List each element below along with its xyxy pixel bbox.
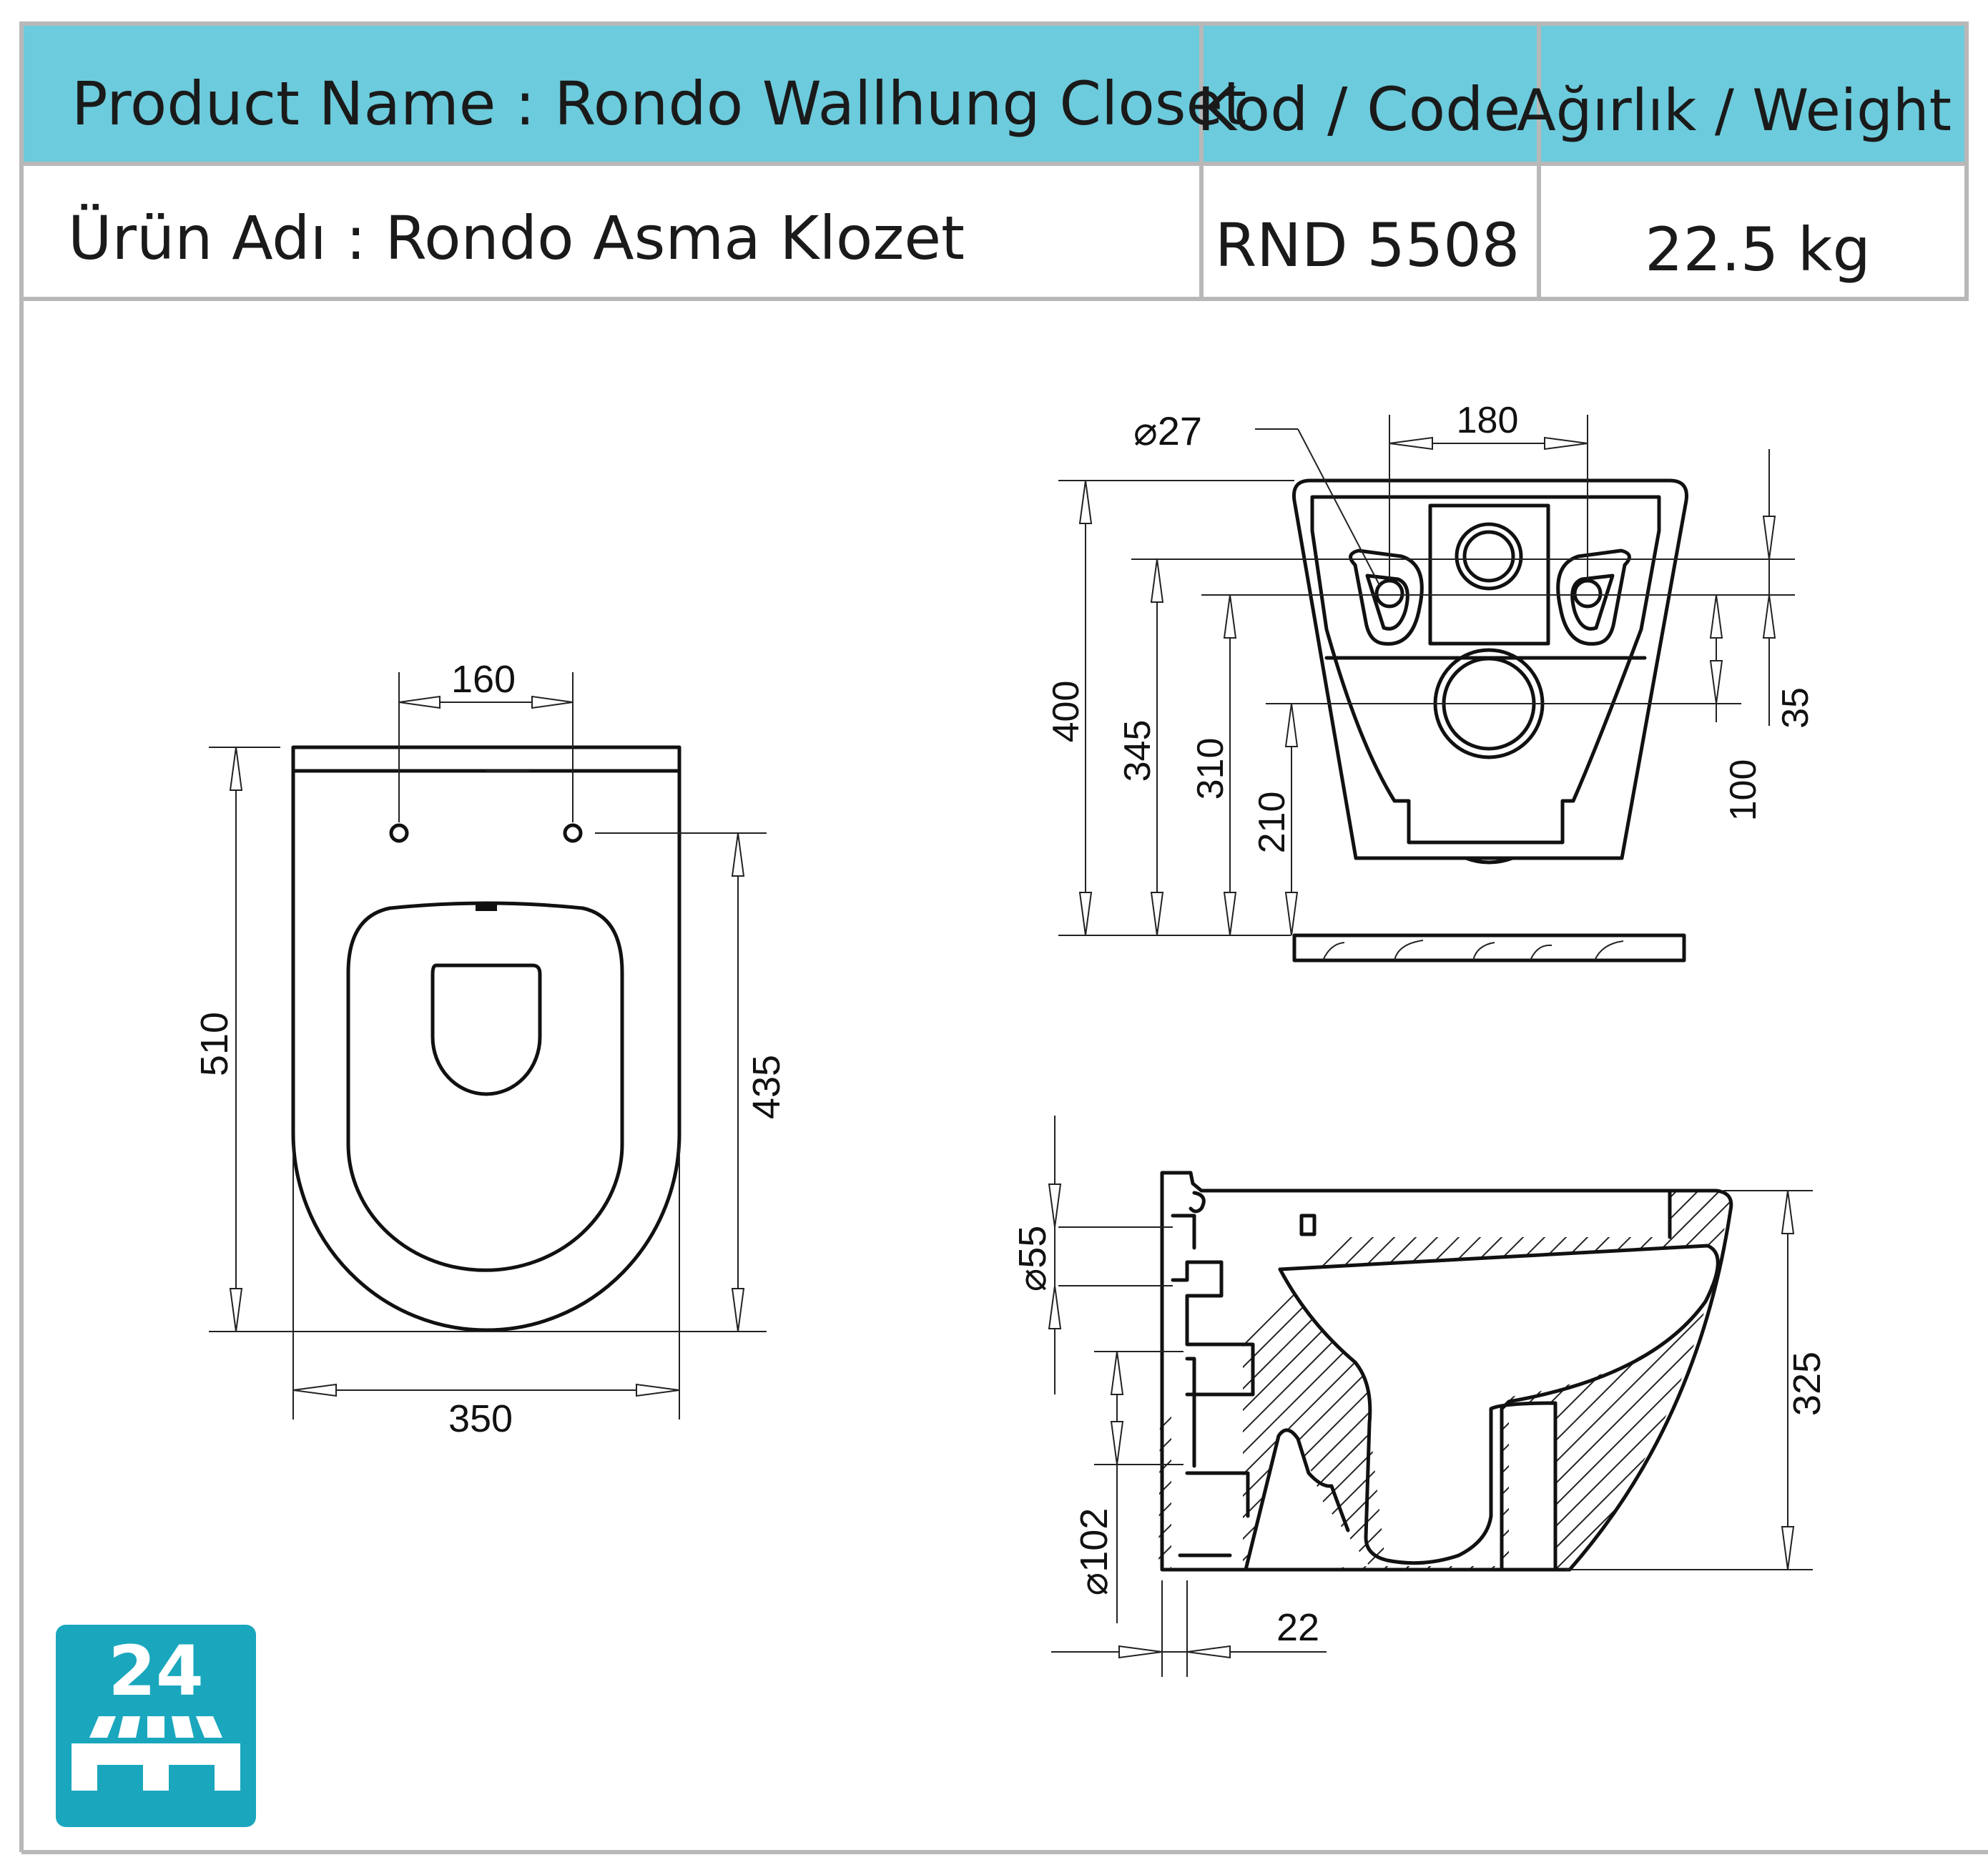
seat-outline — [346, 901, 624, 1272]
dim-345: 345 — [1117, 720, 1158, 782]
rear-outline — [1291, 478, 1689, 860]
rear-view: 400 345 310 210 100 35 180 — [1045, 400, 1816, 963]
dim-inlet: ⌀55 — [1011, 1226, 1054, 1292]
dim-400: 400 — [1045, 681, 1087, 743]
header-row-bg — [21, 24, 1967, 164]
side-outline — [1160, 1171, 1733, 1572]
fixing-slot-left — [1349, 548, 1424, 646]
top-view: 160 510 435 350 — [193, 658, 788, 1440]
fixing-hole-rear-right — [1573, 579, 1603, 609]
bowl-opening — [430, 963, 542, 1096]
hatch-line — [1730, 1191, 1731, 1570]
weight-value: 22.5 kg — [1645, 215, 1871, 285]
hatch-line — [1816, 1158, 1988, 1588]
hatch-line — [1708, 1191, 1731, 1570]
pallet-badge: 24 — [56, 1625, 256, 1827]
dim-outlet: ⌀102 — [1073, 1508, 1116, 1596]
dim-22: 22 — [1276, 1606, 1319, 1649]
hatch-line — [1838, 1158, 1988, 1588]
hatch-line — [1687, 1191, 1731, 1570]
fixing-hole-rear-left — [1374, 579, 1404, 609]
fixing-hole-right — [563, 823, 583, 843]
dim-hole-to-front: 435 — [745, 1055, 788, 1119]
dim-hole-diameter: ⌀27 — [1133, 408, 1202, 453]
dim-310: 310 — [1190, 738, 1231, 800]
hatch-line — [1881, 1158, 1988, 1588]
code-value: RND 5508 — [1215, 210, 1520, 280]
hatch-line — [1902, 1158, 1988, 1588]
dim-180: 180 — [1457, 400, 1519, 441]
weight-label: Ağırlık / Weight — [1517, 77, 1952, 144]
hatch-line — [1859, 1158, 1988, 1588]
hatch-line — [1537, 1191, 1731, 1570]
header-table: Product Name : Rondo Wallhung Closet Kod… — [19, 21, 1969, 301]
inlet-hole — [1455, 522, 1523, 591]
dim-35: 35 — [1775, 687, 1816, 729]
dim-100: 100 — [1723, 759, 1764, 822]
dim-width: 350 — [448, 1397, 513, 1440]
hatch-line — [1515, 1191, 1731, 1570]
fixing-hole-left — [389, 823, 409, 843]
pallet-icon — [72, 1716, 240, 1791]
dim-holes: 160 — [451, 658, 516, 701]
dim-depth: 325 — [1786, 1352, 1829, 1416]
code-label: Kod / Code — [1197, 74, 1520, 144]
side-view: ⌀55 ⌀102 22 325 — [1011, 1116, 1988, 1677]
rear-inner — [1310, 495, 1661, 845]
badge-count: 24 — [108, 1631, 204, 1711]
base-slab — [1292, 933, 1686, 963]
dim-length: 510 — [193, 1012, 236, 1076]
bowl-outline — [291, 745, 681, 1332]
fixing-slot-right — [1556, 548, 1631, 646]
hatch-line — [1924, 1158, 1988, 1588]
rear-recess — [1428, 503, 1550, 646]
product-name: Product Name : Rondo Wallhung Closet — [72, 69, 1246, 139]
product-name-tr: Ürün Adı : Rondo Asma Klozet — [68, 203, 965, 273]
table-border — [19, 21, 1969, 301]
dim-210: 210 — [1251, 792, 1293, 854]
